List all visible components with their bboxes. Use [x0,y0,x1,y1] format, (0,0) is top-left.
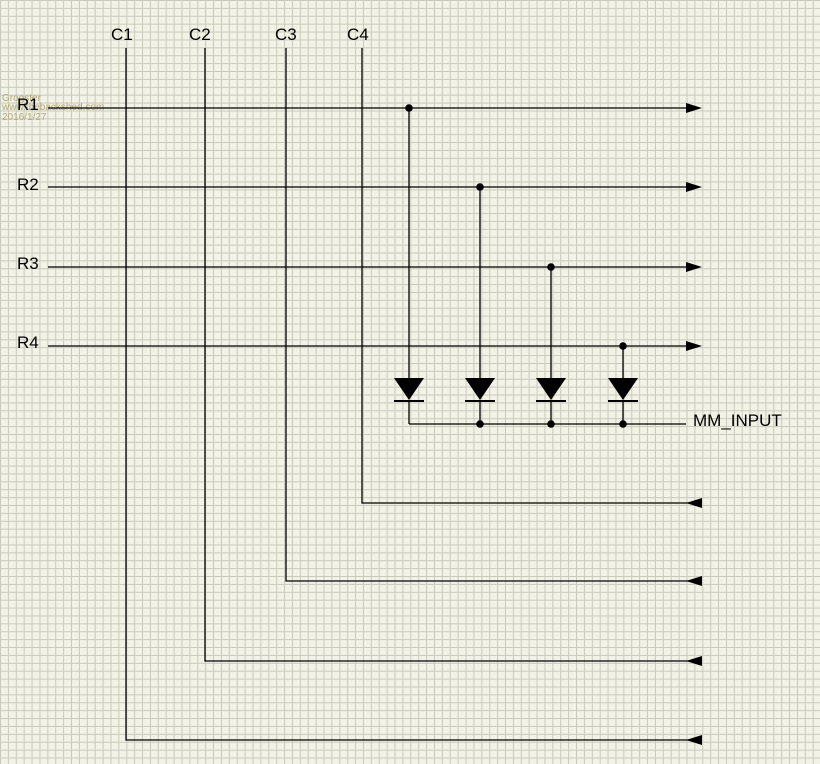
diode-r1 [394,104,424,424]
row-r3-arrow-icon [686,262,702,272]
column-c3-arrow-icon [686,576,702,586]
column-line-c1 [125,48,690,741]
column-line-c3 [285,48,690,582]
junction-dot [619,342,627,350]
diode-r4-triangle [608,378,638,400]
diode-r4 [608,342,638,428]
row-label-r2: R2 [17,175,39,194]
column-c4-arrow-icon [686,498,702,508]
column-line-c2 [204,48,690,662]
mm-input-label: MM_INPUT [693,411,782,430]
row-label-r1: R1 [17,95,39,114]
column-label-c3: C3 [275,25,297,44]
column-line-c4 [361,48,690,504]
row-r2-arrow-icon [686,182,702,192]
column-label-c4: C4 [347,25,369,44]
diode-r3 [536,263,566,428]
diode-r2-triangle [465,378,495,400]
column-c1-arrow-icon [686,735,702,745]
junction-dot [405,104,413,112]
watermark-author: Grogster [2,93,42,104]
diode-r1-triangle [394,378,424,400]
row-r4-arrow-icon [686,341,702,351]
row-label-r3: R3 [17,254,39,273]
watermark-date: 2016/1/27 [2,112,47,123]
diode-r2 [465,183,495,428]
row-r1-arrow-icon [686,103,702,113]
column-label-c2: C2 [189,25,211,44]
column-c2-arrow-icon [686,656,702,666]
junction-dot [547,263,555,271]
column-label-c1: C1 [111,25,133,44]
junction-dot [476,183,484,191]
diode-r3-triangle [536,378,566,400]
row-label-r4: R4 [17,333,39,352]
